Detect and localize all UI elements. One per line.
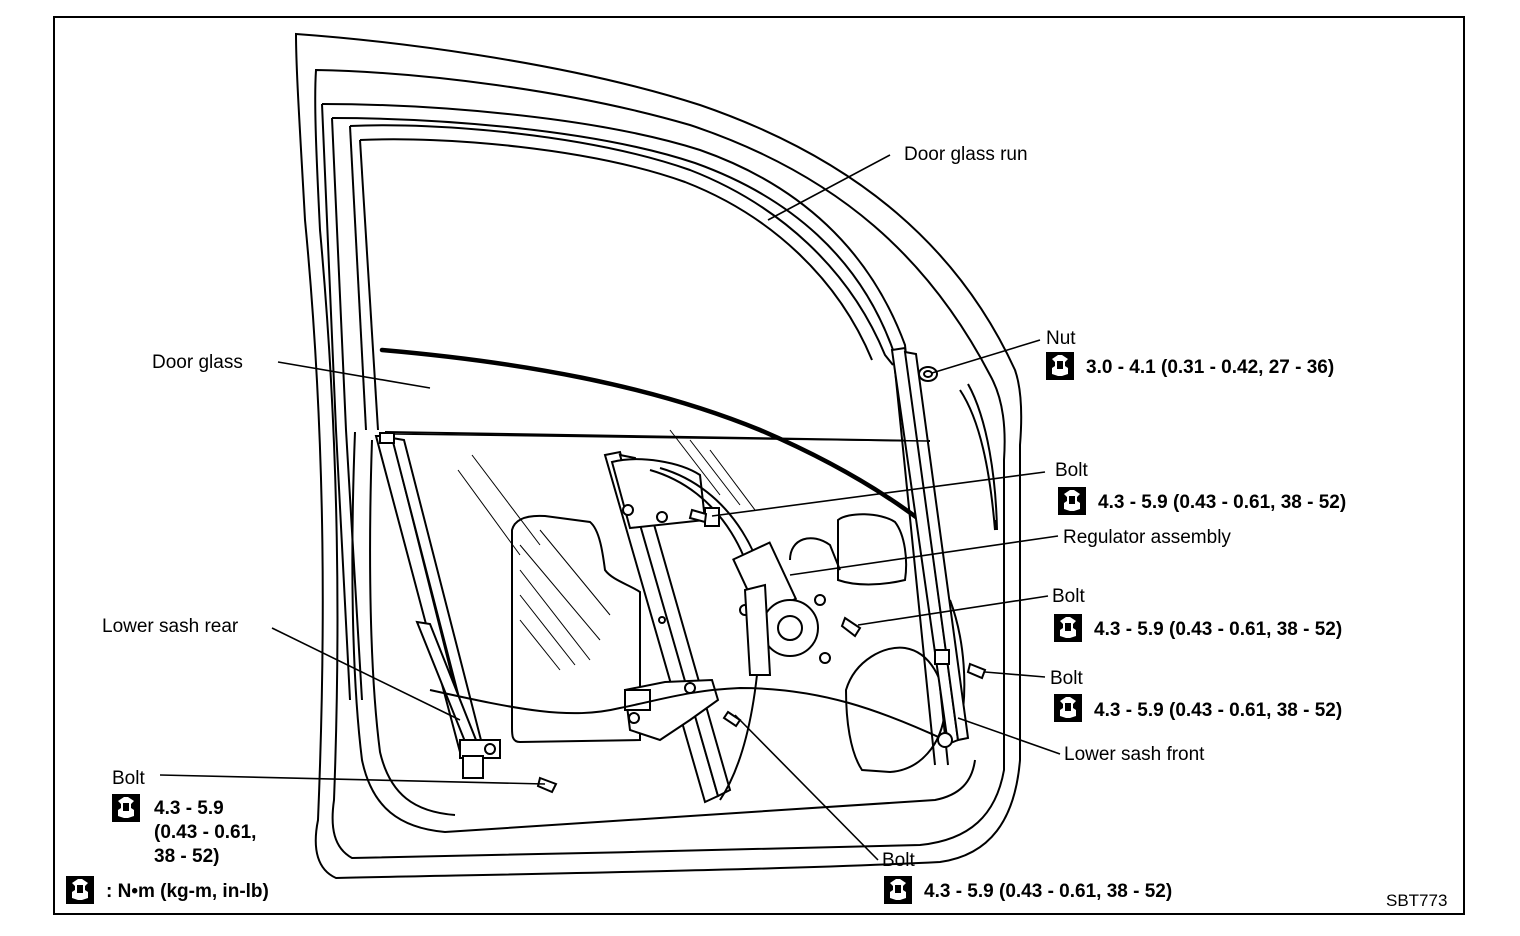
torque-wrench-icon: [112, 794, 140, 822]
bolt-label-rear: Bolt: [112, 768, 145, 789]
lower-sash-front-label: Lower sash front: [1064, 744, 1205, 765]
torque-wrench-icon: [1046, 352, 1074, 380]
lower-sash-rear-label: Lower sash rear: [102, 616, 239, 637]
bolt-torque-rear-line3: 38 - 52): [154, 846, 219, 867]
bolt-label-front: Bolt: [1050, 668, 1083, 689]
figure-frame: [53, 16, 1465, 915]
torque-wrench-icon: [66, 876, 94, 904]
lower-sash-rear-part: [374, 432, 501, 779]
door-glass-part: [379, 347, 931, 556]
leader-lines: [159, 154, 1061, 861]
torque-wrench-icon: [1054, 694, 1082, 722]
bolt-label-motor: Bolt: [1052, 586, 1085, 607]
torque-wrench-icon: [884, 876, 912, 904]
figure-code: SBT773: [1386, 891, 1447, 910]
nut-label: Nut: [1046, 328, 1076, 349]
bolt-torque-motor: 4.3 - 5.9 (0.43 - 0.61, 38 - 52): [1094, 619, 1342, 640]
door-glass-run-label: Door glass run: [904, 144, 1028, 165]
bolt-label-lower: Bolt: [882, 850, 915, 871]
torque-wrench-icon: [1054, 614, 1082, 642]
door-glass-label: Door glass: [152, 352, 243, 373]
regulator-part: [429, 450, 946, 804]
service-holes: [511, 513, 966, 774]
torque-wrench-icon: [1058, 487, 1086, 515]
bolt-torque-upper: 4.3 - 5.9 (0.43 - 0.61, 38 - 52): [1098, 492, 1346, 513]
bolt-torque-rear-line2: (0.43 - 0.61,: [154, 822, 256, 843]
regulator-assembly-label: Regulator assembly: [1063, 527, 1231, 548]
legend-unit-text: : N•m (kg-m, in-lb): [106, 881, 269, 902]
nut-torque: 3.0 - 4.1 (0.31 - 0.42, 27 - 36): [1086, 357, 1334, 378]
bolt-torque-rear-line1: 4.3 - 5.9: [154, 798, 224, 819]
bolt-label-upper: Bolt: [1055, 460, 1088, 481]
bolt-torque-lower: 4.3 - 5.9 (0.43 - 0.61, 38 - 52): [924, 881, 1172, 902]
door-panel: [294, 32, 1023, 880]
fasteners: [536, 366, 987, 794]
lower-sash-front-part: [890, 346, 970, 748]
bolt-torque-front: 4.3 - 5.9 (0.43 - 0.61, 38 - 52): [1094, 700, 1342, 721]
